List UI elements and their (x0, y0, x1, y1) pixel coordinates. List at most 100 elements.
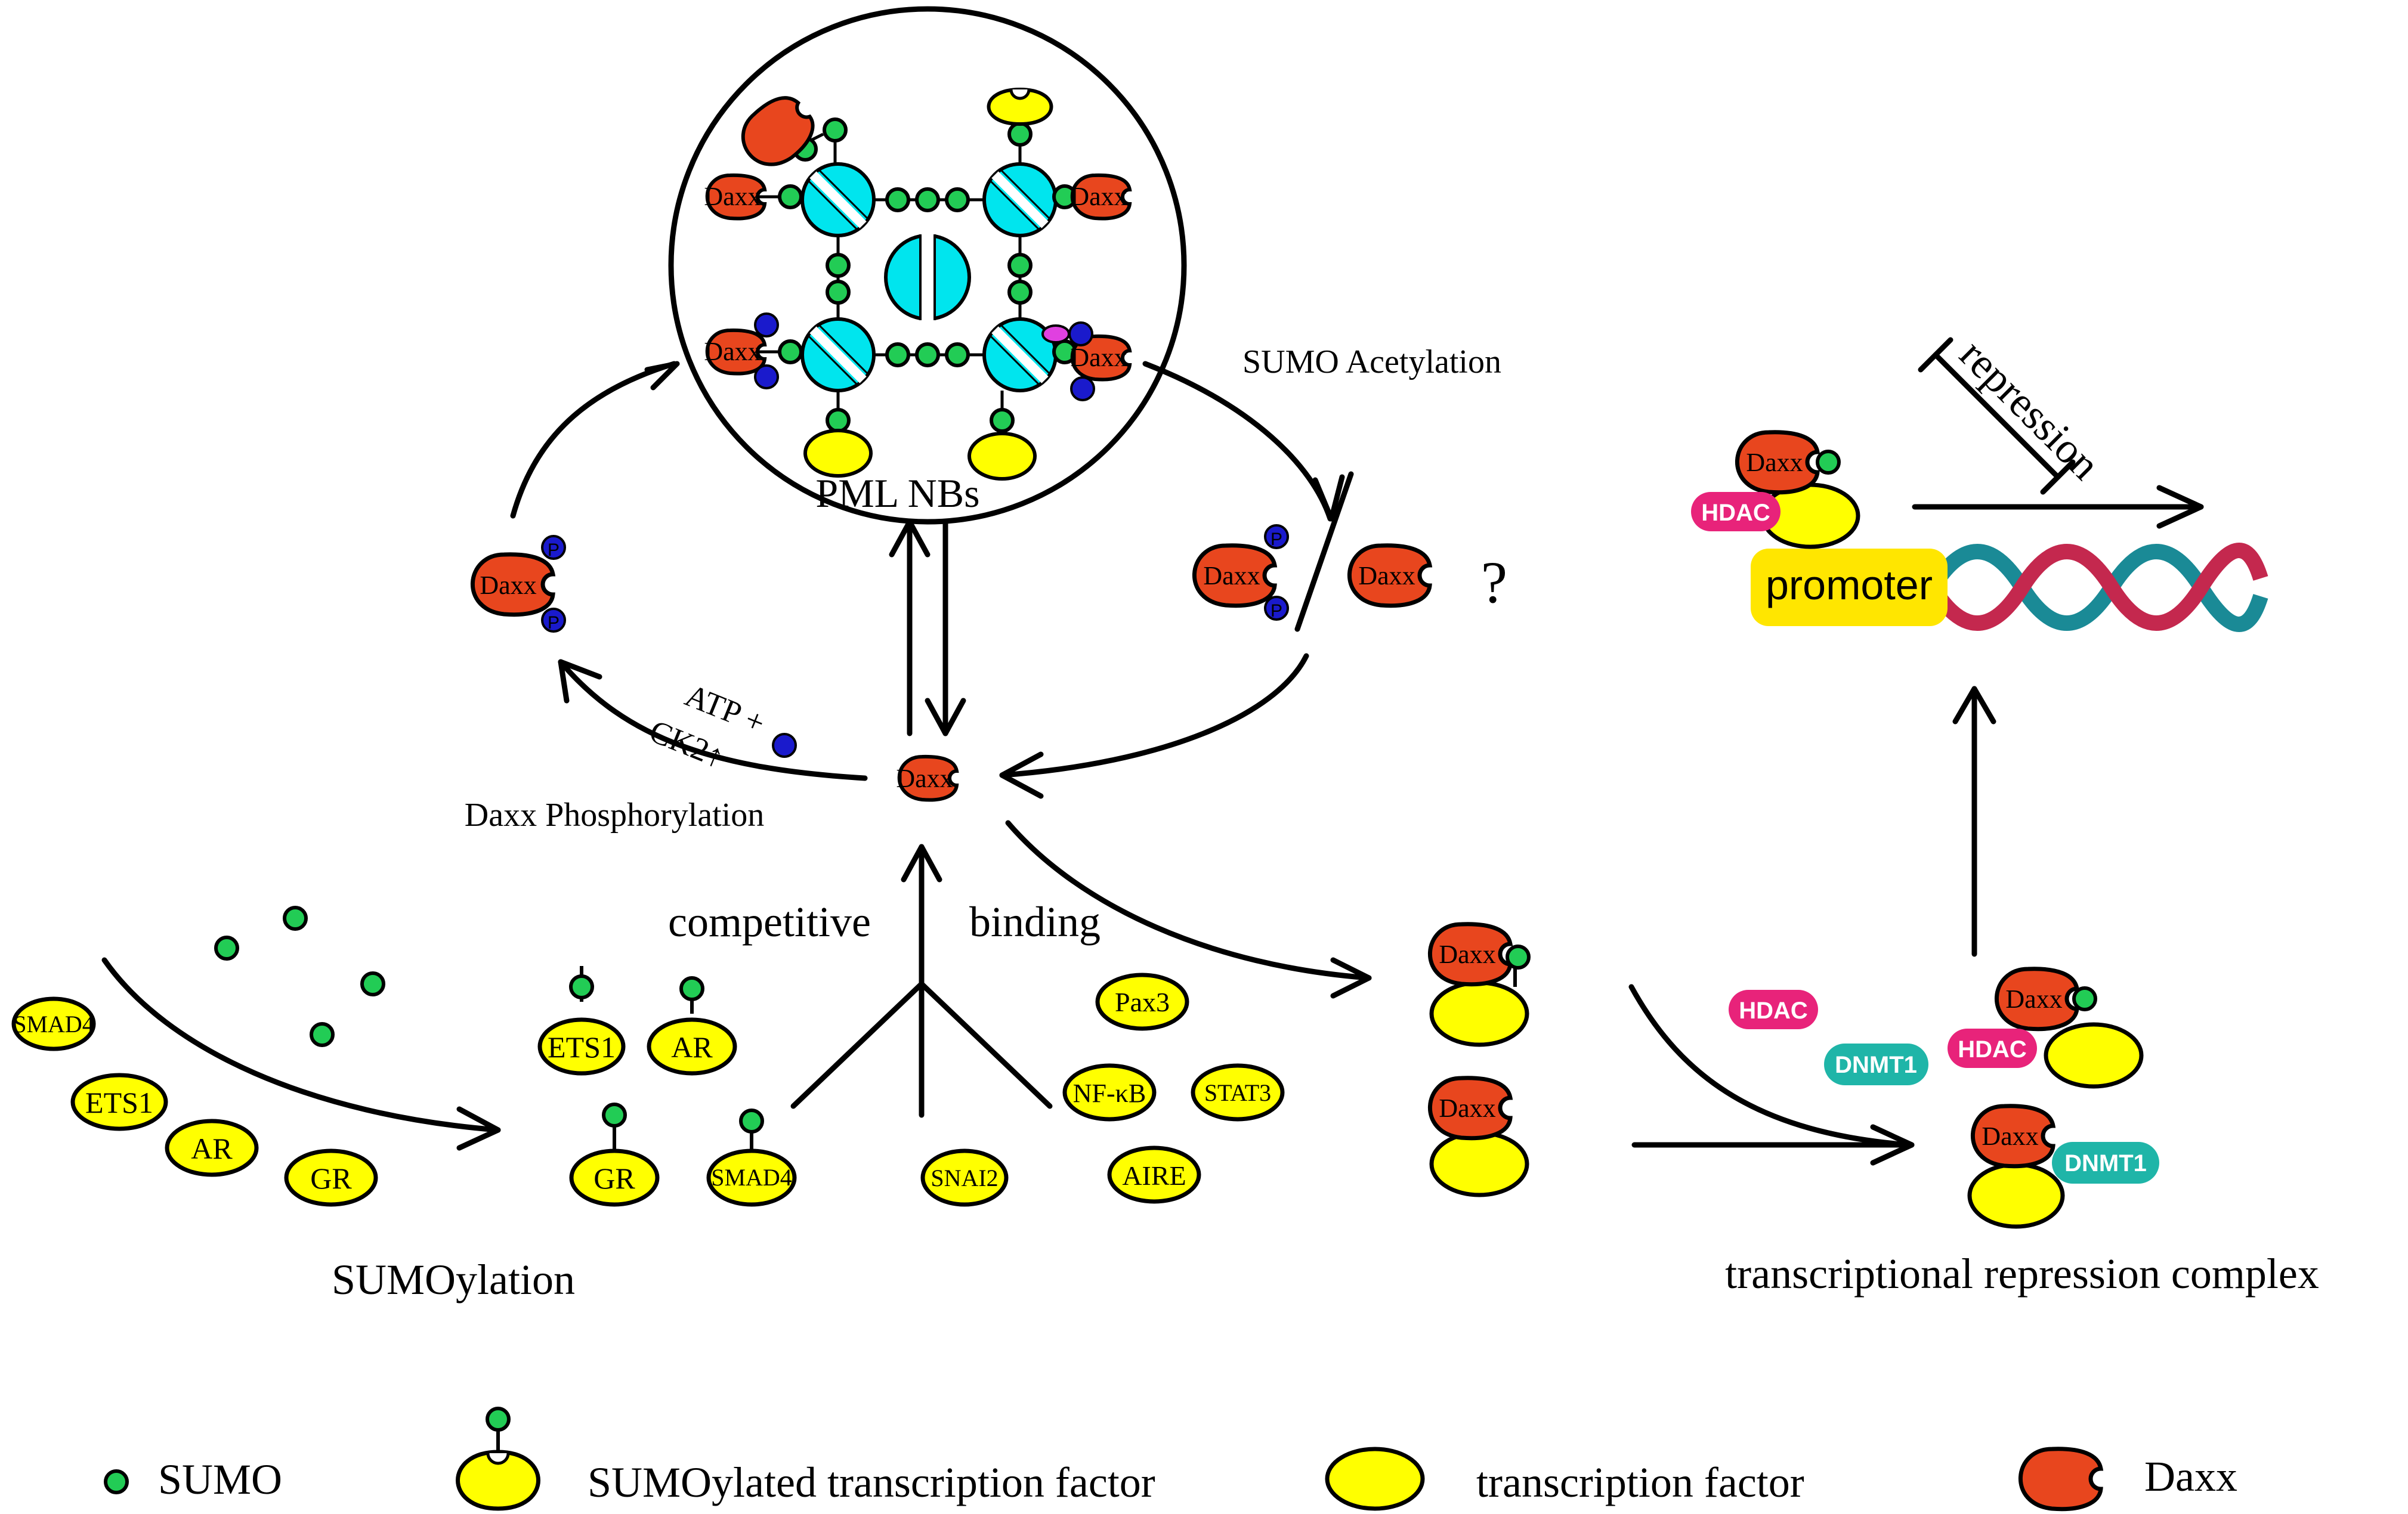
arrow-to-free-daxx (999, 653, 1309, 778)
repression-complex-hdac: Daxx HDAC (1948, 969, 2144, 1089)
pml-protein (802, 319, 874, 391)
phospho-daxx-question: Daxx P P (1194, 524, 1289, 621)
arrow-sumoylation (101, 957, 501, 1133)
pml-nuclear-body: Daxx Daxx Daxx (668, 6, 1187, 525)
sumo-tf-smad4: SMAD4 (706, 1110, 797, 1207)
svg-text:P: P (1271, 601, 1282, 621)
svg-text:SMAD4: SMAD4 (711, 1164, 792, 1191)
svg-text:P: P (1271, 530, 1282, 549)
daxx-question: Daxx (1349, 546, 1430, 606)
binding-fork (790, 981, 1053, 1109)
legend-sumo: SUMO (106, 1456, 282, 1503)
svg-text:Daxx: Daxx (1070, 182, 1127, 211)
svg-text:P: P (548, 613, 560, 633)
svg-text:Daxx: Daxx (704, 182, 761, 211)
svg-text:STAT3: STAT3 (1204, 1079, 1271, 1106)
sumo-tf-ar: AR (647, 978, 737, 1076)
legend-daxx: Daxx (2020, 1449, 2237, 1509)
tf-aire: AIRE (1107, 1145, 1201, 1204)
svg-text:AR: AR (191, 1132, 233, 1165)
pml-protein-center (884, 233, 971, 322)
tf-pml-bottom-right (967, 432, 1037, 481)
svg-text:ETS1: ETS1 (548, 1030, 616, 1064)
daxx-pml-top-left: Daxx (704, 175, 765, 219)
tf-gr: GR (284, 1148, 378, 1207)
pml-sumo-linkers (827, 189, 1031, 366)
svg-text:P: P (548, 540, 560, 560)
svg-text:transcription factor: transcription factor (1476, 1459, 1804, 1506)
svg-text:DNMT1: DNMT1 (1835, 1052, 1917, 1078)
either-or-slash (1294, 471, 1354, 632)
free-sumo-cluster (216, 908, 384, 1045)
svg-text:AR: AR (671, 1030, 713, 1064)
repression-inhibition (1933, 352, 2061, 480)
svg-text:Daxx: Daxx (480, 571, 536, 600)
svg-text:HDAC: HDAC (1701, 500, 1770, 526)
svg-text:SNAI2: SNAI2 (931, 1165, 998, 1191)
svg-text:Daxx: Daxx (1203, 561, 1260, 590)
repression-label: repression (1950, 330, 2109, 489)
svg-text:SUMOylated transcription facto: SUMOylated transcription factor (588, 1459, 1155, 1506)
arrow-curve-to-repression-complex (1628, 984, 1912, 1148)
hdac-free: HDAC (1729, 990, 1818, 1029)
svg-text:Daxx: Daxx (896, 764, 953, 793)
svg-text:HDAC: HDAC (1739, 998, 1808, 1024)
tf-nfkb: NF-κB (1062, 1063, 1157, 1122)
sumo-tf-gr: GR (569, 1104, 660, 1207)
svg-text:Pax3: Pax3 (1115, 987, 1170, 1017)
tf-pax3: Pax3 (1095, 973, 1189, 1031)
tf-smad4: SMAD4 (11, 996, 96, 1051)
pml-protein (802, 164, 874, 236)
tf-ar: AR (165, 1119, 259, 1177)
svg-text:Daxx: Daxx (1070, 343, 1127, 372)
sumo-acetylation-label: SUMO Acetylation (1242, 343, 1501, 380)
svg-text:HDAC: HDAC (1958, 1036, 2027, 1063)
arrow-sumo-acetylation (1142, 361, 1333, 522)
dna-helix (1925, 543, 2268, 632)
daxx-pml-top-right: Daxx (1070, 175, 1130, 219)
binding-label: binding (969, 898, 1101, 946)
svg-text:SMAD4: SMAD4 (13, 1011, 94, 1038)
pml-protein (984, 164, 1056, 236)
sumo-tf-ets1: ETS1 (537, 966, 626, 1076)
repression-complex-dnmt1: Daxx DNMT1 (1967, 1106, 2159, 1229)
tf-stat3: STAT3 (1191, 1063, 1285, 1122)
svg-text:Daxx: Daxx (1439, 940, 1495, 969)
promoter-bound-complex: Daxx HDAC (1691, 432, 1860, 549)
svg-text:Daxx: Daxx (1358, 561, 1415, 590)
daxx-pml-bottom-left: Daxx (704, 330, 765, 374)
dnmt1-free: DNMT1 (1824, 1044, 1928, 1085)
phospho-daxx: Daxx P P (472, 535, 566, 633)
svg-text:promoter: promoter (1766, 562, 1933, 608)
svg-text:Daxx: Daxx (1439, 1094, 1495, 1123)
svg-text:Daxx: Daxx (1746, 448, 1803, 477)
question-mark: ? (1481, 549, 1507, 615)
svg-text:AIRE: AIRE (1122, 1160, 1186, 1191)
arrow-daxx-phosphorylation (558, 659, 868, 781)
svg-text:SUMO: SUMO (158, 1456, 282, 1503)
pml-nbs-label: PML NBs (815, 470, 979, 516)
svg-text:Daxx: Daxx (2005, 984, 2062, 1014)
svg-text:DNMT1: DNMT1 (2064, 1150, 2147, 1176)
legend-tf: transcription factor (1325, 1447, 1804, 1511)
tf-ets1: ETS1 (70, 1073, 168, 1131)
promoter: promoter (1751, 549, 1948, 626)
svg-text:Daxx: Daxx (704, 337, 761, 366)
svg-text:NF-κB: NF-κB (1073, 1079, 1146, 1108)
daxx-sumo-tf-complex: Daxx (1430, 924, 1529, 1047)
legend: SUMO SUMOylated transcription factor tra… (106, 1408, 2237, 1509)
nucleus-circle (668, 6, 1187, 525)
daxx-tf-complex: Daxx (1430, 1078, 1529, 1197)
tf-pml-bottom-left (803, 429, 873, 478)
svg-text:GR: GR (310, 1162, 352, 1195)
repression-complex-label: transcriptional repression complex (1725, 1250, 2319, 1298)
arrow-daxx-tf-complex (1005, 820, 1372, 981)
tf-snai2: SNAI2 (920, 1148, 1009, 1207)
legend-sumoylated-tf: SUMOylated transcription factor (456, 1408, 1155, 1511)
free-daxx: Daxx (896, 757, 957, 800)
svg-text:ETS1: ETS1 (85, 1086, 153, 1119)
daxx-phosphorylation-label: Daxx Phosphorylation (465, 797, 764, 834)
svg-text:GR: GR (594, 1162, 635, 1195)
svg-text:Daxx: Daxx (1982, 1122, 2038, 1151)
